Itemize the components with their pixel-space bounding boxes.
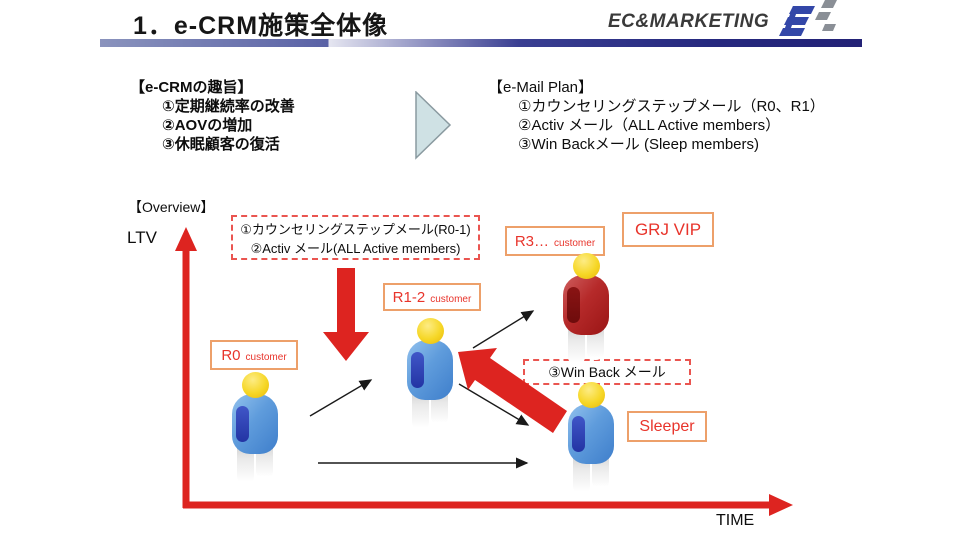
person-body: [563, 275, 609, 335]
purpose-item-1: ①定期継続率の改善: [162, 98, 295, 115]
person-head: [577, 382, 605, 408]
person-arm: [411, 352, 424, 388]
person-arm: [572, 416, 585, 452]
arrow-r12-to-sleeper: [458, 383, 530, 426]
label-box-r3: R3… customer: [505, 226, 605, 256]
person-r1-2: [404, 318, 456, 430]
mailplan-heading: 【e-Mail Plan】: [488, 79, 594, 96]
person-vip: [560, 253, 612, 365]
y-axis-label: LTV: [127, 228, 157, 247]
step-mail-line-1: ①カウンセリングステップメール(R0-1): [240, 222, 471, 237]
person-body: [232, 394, 278, 454]
step-mail-annotation: ①カウンセリングステップメール(R0-1) ②Activ メール(ALL Act…: [231, 215, 480, 260]
y-axis-arrowhead: [175, 227, 197, 251]
person-head: [416, 318, 444, 344]
person-head: [241, 372, 269, 398]
arrow-r12-to-vip: [472, 310, 535, 349]
title-underline: [100, 39, 862, 47]
logo-text: EC&MARKETING: [608, 11, 770, 32]
person-arm: [567, 287, 580, 323]
arrow-r0-to-r12: [309, 379, 373, 417]
purpose-heading: 【e-CRMの趣旨】: [130, 79, 253, 96]
page-title: 1．e-CRM施策全体像: [133, 12, 389, 40]
person-body: [568, 404, 614, 464]
x-axis-label: TIME: [716, 512, 755, 529]
x-axis-arrowhead: [769, 494, 793, 516]
label-box-r1-2: R1-2 customer: [383, 283, 481, 311]
purpose-item-3: ③休眠顧客の復活: [162, 136, 280, 153]
logo-mark-icon: [779, 0, 838, 36]
r3-sub: customer: [554, 237, 596, 249]
person-sleeper: [565, 382, 617, 494]
mailplan-item-3: ③Win Backメール (Sleep members): [518, 136, 759, 153]
label-box-r0: R0 customer: [210, 340, 298, 370]
r3-main: R3…: [514, 232, 550, 250]
r0-sub: customer: [245, 351, 287, 363]
email-plan-block: 【e-Mail Plan】 ①カウンセリングステップメール（R0、R1） ②Ac…: [488, 78, 825, 154]
overview-heading: 【Overview】: [128, 199, 215, 215]
person-body: [407, 340, 453, 400]
ecrm-purpose-block: 【e-CRMの趣旨】 ①定期継続率の改善 ②AOVの増加 ③休眠顧客の復活: [130, 78, 295, 154]
company-logo: EC&MARKETING: [608, 0, 838, 40]
r0-main: R0: [221, 346, 241, 364]
r12-main: R1-2: [392, 288, 426, 306]
mailplan-item-1: ①カウンセリングステップメール（R0、R1）: [518, 98, 825, 115]
person-r0: [229, 372, 281, 484]
transition-triangle-icon: [415, 91, 452, 160]
step-mail-line-2: ②Activ メール(ALL Active members): [250, 241, 461, 256]
r12-sub: customer: [430, 293, 472, 305]
person-head: [572, 253, 600, 279]
label-box-sleeper: Sleeper: [627, 411, 707, 442]
mailplan-item-2: ②Activ メール（ALL Active members）: [518, 117, 781, 134]
purpose-item-2: ②AOVの増加: [162, 117, 253, 134]
person-arm: [236, 406, 249, 442]
step-mail-down-arrow: [323, 268, 369, 361]
label-box-grj-vip: GRJ VIP: [622, 212, 714, 247]
